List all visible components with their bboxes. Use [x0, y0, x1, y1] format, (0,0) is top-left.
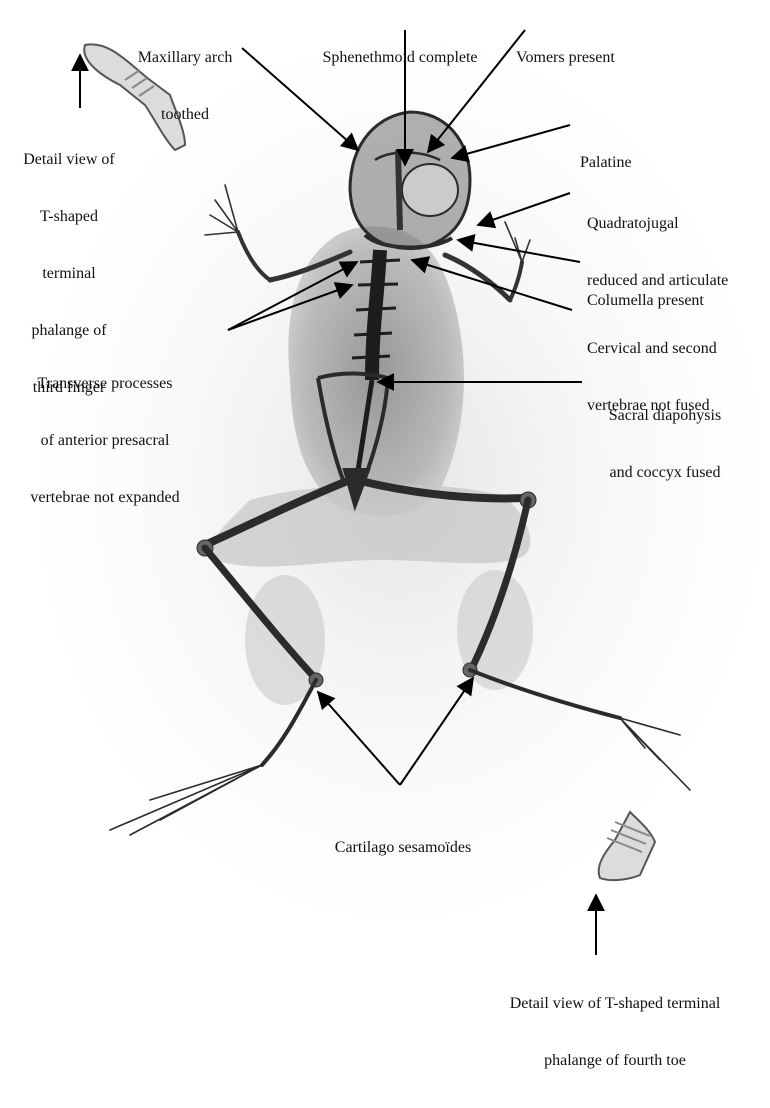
label-line: Detail view of [4, 150, 134, 169]
label-line: phalange of fourth toe [480, 1051, 750, 1070]
label-toe-detail: Detail view of T-shaped terminal phalang… [480, 956, 750, 1108]
label-line: Cervical and second [587, 339, 757, 358]
label-line: third finger [4, 378, 134, 397]
label-line: toothed [125, 105, 245, 124]
label-sphenethmoid: Sphenethmoid complete [300, 10, 500, 105]
label-maxillary-arch: Maxillary arch toothed [125, 10, 245, 162]
label-sacral: Sacral diapohysis and coccyx fused [590, 368, 740, 520]
label-line: Vomers present [516, 48, 656, 67]
label-line: and coccyx fused [590, 463, 740, 482]
label-cartilago: Cartilago sesamoïdes [308, 800, 498, 895]
label-line: Quadratojugal [587, 214, 767, 233]
label-line: Cartilago sesamoïdes [308, 838, 498, 857]
label-line: Sacral diapohysis [590, 406, 740, 425]
label-line: T-shaped [4, 207, 134, 226]
label-finger-detail: Detail view of T-shaped terminal phalang… [4, 112, 134, 435]
label-line: phalange of [4, 321, 134, 340]
label-line: Sphenethmoid complete [300, 48, 500, 67]
label-line: terminal [4, 264, 134, 283]
label-line: Palatine [580, 153, 680, 172]
label-line: Maxillary arch [125, 48, 245, 67]
skull [350, 112, 470, 249]
label-line: vertebrae not expanded [10, 488, 200, 507]
frog-xray-figure: Maxillary arch toothed Sphenethmoid comp… [0, 0, 770, 998]
label-vomers: Vomers present [516, 10, 656, 105]
label-line: Detail view of T-shaped terminal [480, 994, 750, 1013]
